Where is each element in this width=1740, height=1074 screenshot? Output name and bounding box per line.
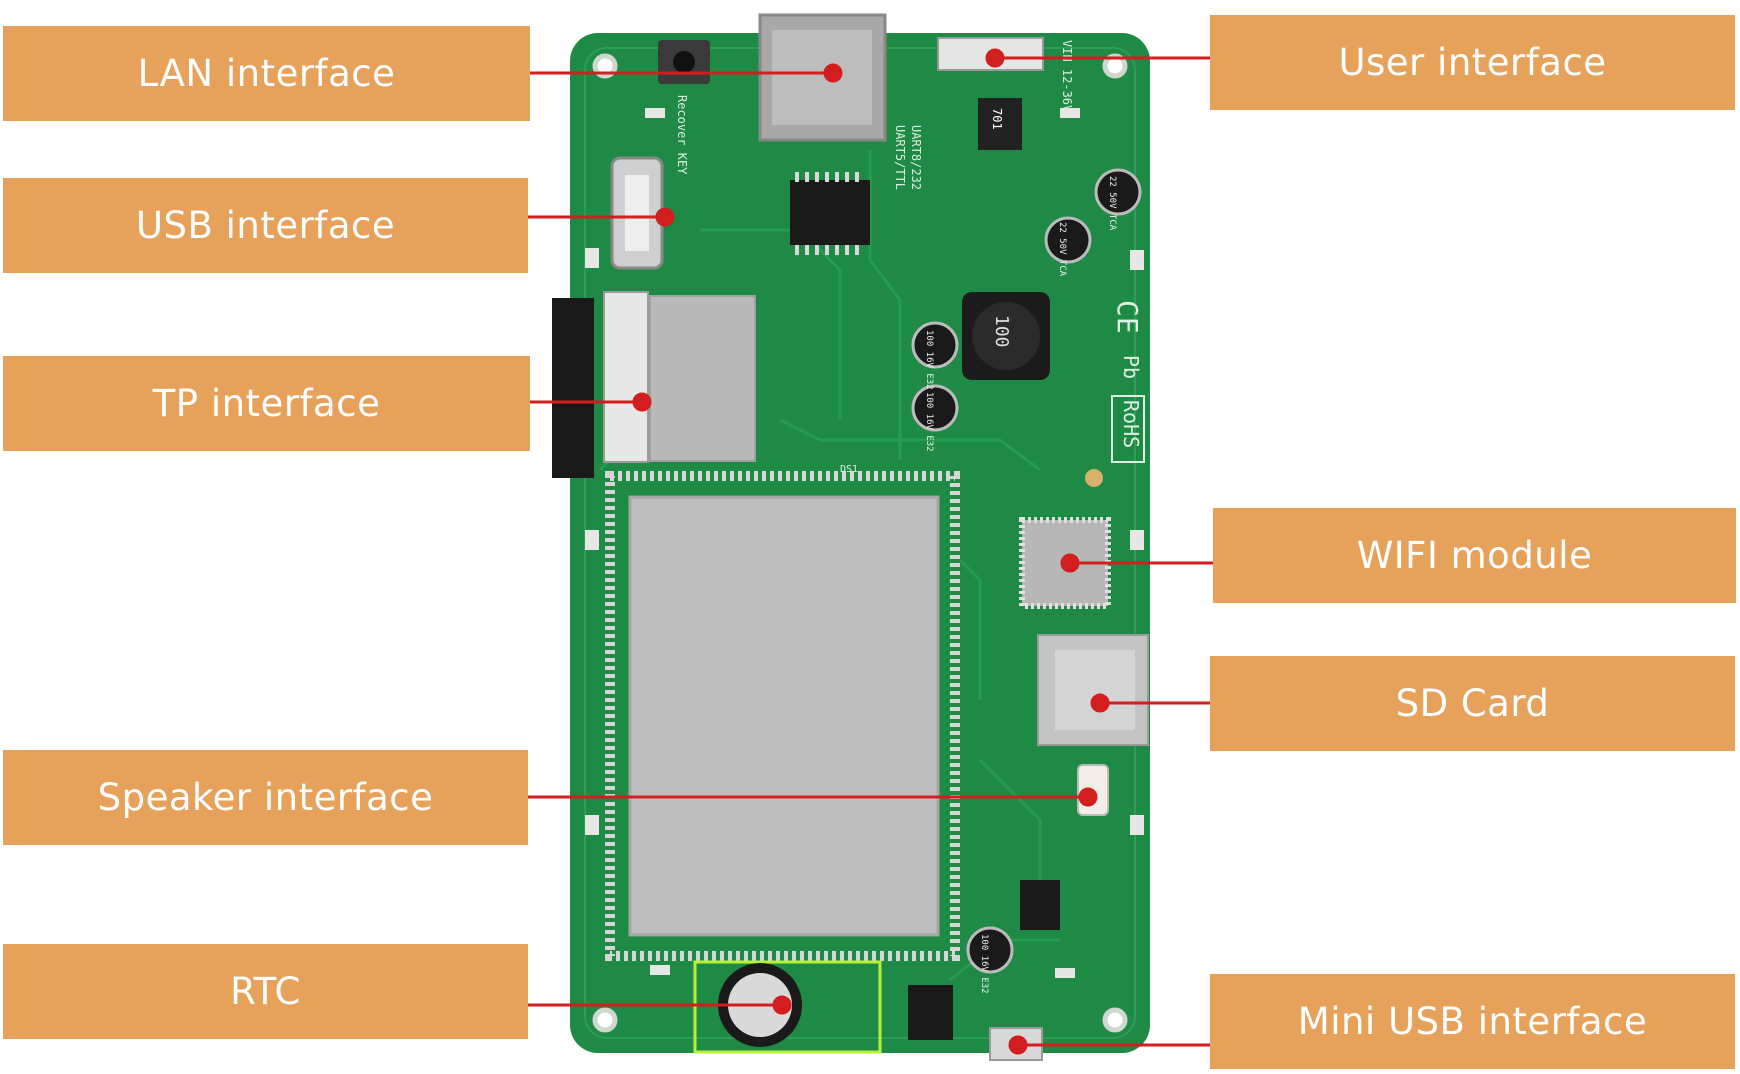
silk-cap3: 100 16V E32 [924,330,934,390]
tp-connector [552,298,594,478]
silk-pb: Pb [1119,355,1143,379]
label-wifi-module: WIFI module [1213,508,1736,603]
silk-cap1: 22 50V TCA [1107,176,1117,231]
rtc-highlight [693,960,882,1054]
label-rtc: RTC [3,944,528,1039]
label-lan-interface: LAN interface [3,26,530,121]
silk-uart2: UART5/TTL [893,125,907,190]
silk-cap4: 100 16V E32 [924,392,934,452]
label-mini-usb-interface: Mini USB interface [1210,974,1735,1069]
silk-voltage: VIN 12-36V [1060,40,1074,112]
silk-uart: UART8/232 [909,125,923,190]
silk-ce: CE [1111,300,1144,334]
silk-rohs: RoHS [1119,400,1143,448]
label-user-interface: User interface [1210,15,1735,110]
silk-ind: 100 [991,315,1012,348]
label-speaker-interface: Speaker interface [3,750,528,845]
silk-cap2: 22 50V TCA [1057,222,1067,277]
silk-recover: Recover KEY [675,95,689,175]
silk-ds: DS1 [840,464,858,475]
label-tp-interface: TP interface [3,356,530,451]
silk-ic: 701 [990,108,1004,130]
silk-cap5: 100 16V E32 [979,934,989,994]
label-usb-interface: USB interface [3,178,528,273]
label-sd-card: SD Card [1210,656,1735,751]
